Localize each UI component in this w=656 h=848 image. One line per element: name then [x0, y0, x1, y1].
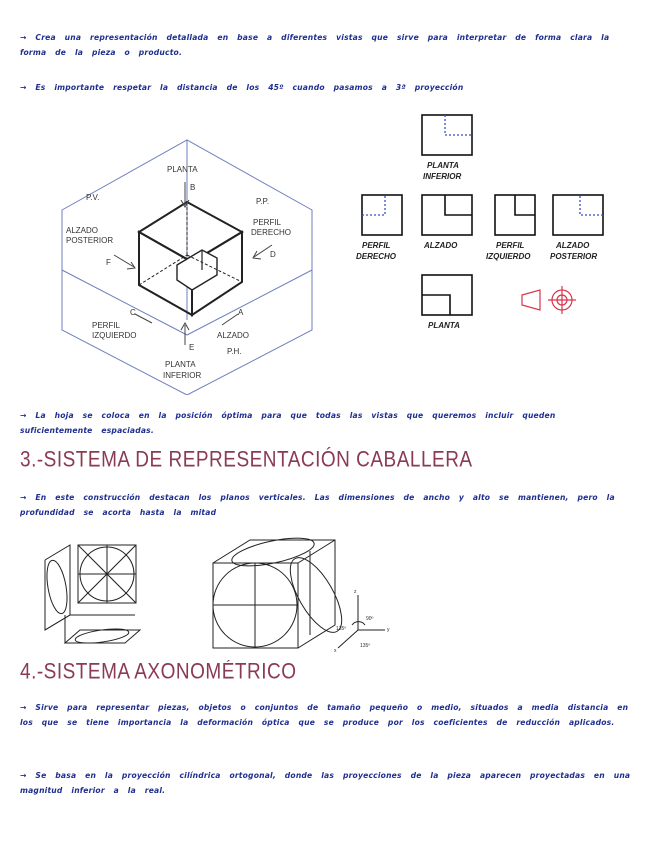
- projection-cube-diagram: P.V. P.P. P.H. PLANTA B ALZADO POSTERIOR…: [61, 139, 313, 395]
- arrow-e-label: E: [189, 343, 194, 352]
- first-angle-projection-symbol: [521, 286, 576, 314]
- heading-axonometrico: 4.-SISTEMA AXONOMÉTRICO: [20, 660, 297, 685]
- arrow-f-label: F: [106, 258, 111, 267]
- note-caballera: En este construcción destacan los planos…: [20, 490, 635, 520]
- arrow-c-label: C: [130, 308, 136, 317]
- note-axonometric-use: Sirve para representar piezas, objetos o…: [20, 700, 635, 730]
- arrow-a-label: A: [238, 308, 244, 317]
- note-views: Crea una representación detallada en bas…: [20, 30, 635, 60]
- arrow-alzado-label: ALZADO: [217, 331, 249, 340]
- note-45-degrees: Es importante respetar la distancia de l…: [20, 80, 635, 95]
- arrow-alzado-posterior-label-2: POSTERIOR: [66, 236, 113, 245]
- view-planta-label: PLANTA: [428, 321, 460, 330]
- arrow-perfil-izquierdo-label-2: IZQUIERDO: [92, 331, 136, 340]
- arrow-alzado-posterior-label: ALZADO: [66, 226, 98, 235]
- arrow-planta-inferior-label-2: INFERIOR: [163, 371, 201, 380]
- arrow-d-label: D: [270, 250, 276, 259]
- plane-pv-label: P.V.: [86, 193, 99, 202]
- arrow-perfil-izquierdo-label: PERFIL: [92, 321, 121, 330]
- axis-y-label: y: [387, 627, 390, 633]
- view-alzado-posterior-label: ALZADO: [555, 241, 590, 250]
- arrow-perfil-derecho-label: PERFIL: [253, 218, 282, 227]
- angle-2-label: 90º: [366, 616, 374, 622]
- note-sheet-position: La hoja se coloca en la posición óptima …: [20, 408, 635, 438]
- view-alzado-posterior-label-2: POSTERIOR: [550, 252, 597, 261]
- axis-x-label: x: [334, 648, 337, 654]
- arrow-planta-inferior-label: PLANTA: [165, 360, 196, 369]
- axes-diagram: [337, 595, 385, 649]
- view-perfil-izquierdo-label-2: IZQUIERDO: [486, 252, 531, 261]
- view-alzado-label: ALZADO: [423, 241, 458, 250]
- axis-z-label: z: [354, 589, 357, 595]
- view-perfil-derecho-label-2: DERECHO: [356, 252, 397, 261]
- angle-1-label: 135º: [336, 626, 346, 632]
- angle-3-label: 135º: [360, 643, 370, 649]
- view-perfil-izquierdo-label: PERFIL: [496, 241, 525, 250]
- plane-ph-label: P.H.: [227, 347, 242, 356]
- arrow-b-label: B: [190, 183, 195, 192]
- arrow-perfil-derecho-label-2: DERECHO: [251, 228, 291, 237]
- caballera-cube-diagram: z x y 135º 90º 135º: [44, 537, 390, 654]
- view-perfil-derecho-label: PERFIL: [362, 241, 391, 250]
- note-axonometric-basis: Se basa en la proyección cilíndrica orto…: [20, 768, 635, 798]
- plane-pp-label: P.P.: [256, 197, 269, 206]
- arrow-planta-label: PLANTA: [167, 165, 198, 174]
- view-planta-inferior-label-2: INFERIOR: [423, 172, 461, 181]
- view-planta-inferior-label: PLANTA: [427, 161, 459, 170]
- six-views-diagram: PLANTA INFERIOR PERFIL DERECHO ALZADO PE…: [356, 114, 604, 330]
- heading-caballera: 3.-SISTEMA DE REPRESENTACIÓN CABALLERA: [20, 448, 473, 473]
